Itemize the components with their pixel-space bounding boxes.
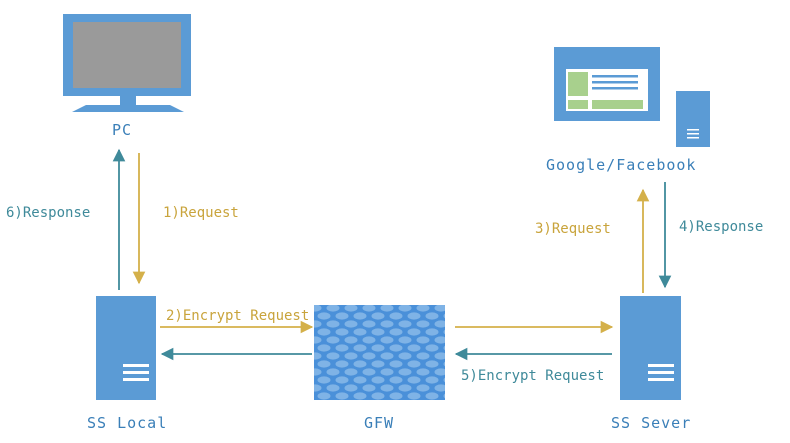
step-3-request-label: 3)Request: [535, 221, 611, 237]
ss-local-server-icon: [96, 296, 156, 400]
google-server-icon: [676, 91, 710, 147]
web-browser-icon: [554, 47, 660, 121]
step-2-encrypt-request-label: 2)Encrypt Request: [166, 308, 310, 324]
step-5-encrypt-request-label: 5)Encrypt Request: [461, 368, 605, 384]
pc-label: PC: [112, 121, 133, 139]
ss-server-label: SS Sever: [611, 414, 692, 432]
gfw-label: GFW: [364, 414, 395, 432]
google-facebook-label: Google/Facebook: [546, 156, 697, 174]
pc-monitor-icon: [63, 14, 191, 112]
step-1-request-label: 1)Request: [163, 205, 239, 221]
gfw-firewall-icon: [314, 305, 445, 400]
step-4-response-label: 4)Response: [679, 219, 764, 235]
step-6-response-label: 6)Response: [6, 205, 91, 221]
ss-server-icon: [620, 296, 681, 400]
ss-local-label: SS Local: [87, 414, 168, 432]
